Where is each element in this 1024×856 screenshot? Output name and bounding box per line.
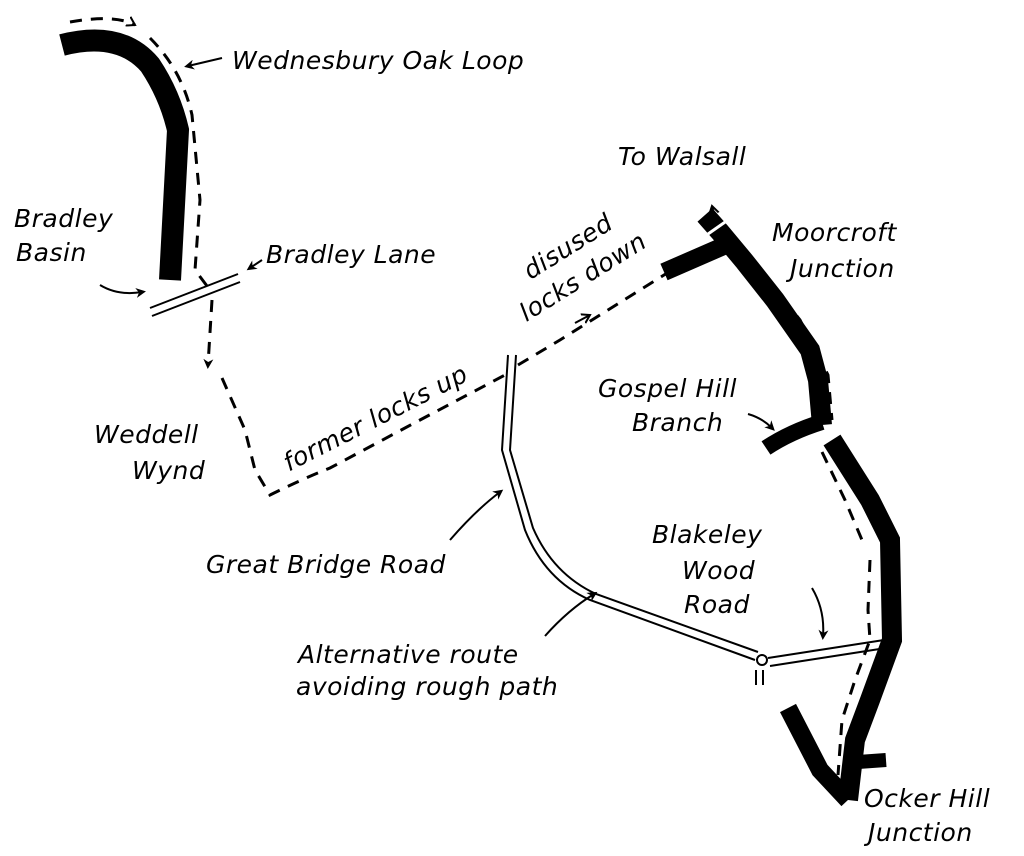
label-weddell-wynd-line2: Wynd xyxy=(132,456,206,485)
bradley-lane-road xyxy=(149,273,241,317)
wednesbury-oak-loop-canal xyxy=(59,29,190,281)
label-alternative-route-line2: avoiding rough path xyxy=(296,672,559,701)
label-blakeley-line1: Blakeley xyxy=(652,520,763,549)
ocker-hill-branch-stub xyxy=(857,753,887,769)
label-gospel-hill-line1: Gospel Hill xyxy=(598,374,737,403)
gospel-hill-branch-canal xyxy=(761,414,825,455)
route-arrow-disused xyxy=(574,315,590,324)
label-alternative-route-line1: Alternative route xyxy=(298,640,519,669)
label-moorcroft-line1: Moorcroft xyxy=(772,218,897,247)
label-bradley-basin-line2: Basin xyxy=(16,238,87,267)
label-arrows xyxy=(99,57,829,640)
label-ocker-hill-line2: Junction xyxy=(868,818,973,847)
label-gospel-hill-line2: Branch xyxy=(632,408,724,437)
label-weddell-wynd-line1: Weddell xyxy=(94,420,199,449)
label-great-bridge-road: Great Bridge Road xyxy=(206,550,446,579)
label-wednesbury-oak-loop: Wednesbury Oak Loop xyxy=(232,46,525,75)
ocker-hill-branch-left xyxy=(780,703,855,807)
label-blakeley-line3: Road xyxy=(684,590,750,619)
label-ocker-hill-line1: Ocker Hill xyxy=(864,784,991,813)
route-arrow-walsall xyxy=(712,206,716,223)
walsall-canal-north xyxy=(697,208,832,426)
label-moorcroft-line2: Junction xyxy=(790,254,895,283)
roundabout xyxy=(755,654,768,685)
label-blakeley-line2: Wood xyxy=(682,556,756,585)
label-to-walsall: To Walsall xyxy=(618,142,747,171)
label-bradley-lane: Bradley Lane xyxy=(266,240,437,269)
bridge-marks xyxy=(707,218,845,438)
walking-route xyxy=(69,19,872,776)
walsall-canal-south xyxy=(823,434,903,802)
moorcroft-junction-branch xyxy=(660,236,730,281)
label-bradley-basin-line1: Bradley xyxy=(14,204,114,233)
great-bridge-road xyxy=(500,354,759,661)
